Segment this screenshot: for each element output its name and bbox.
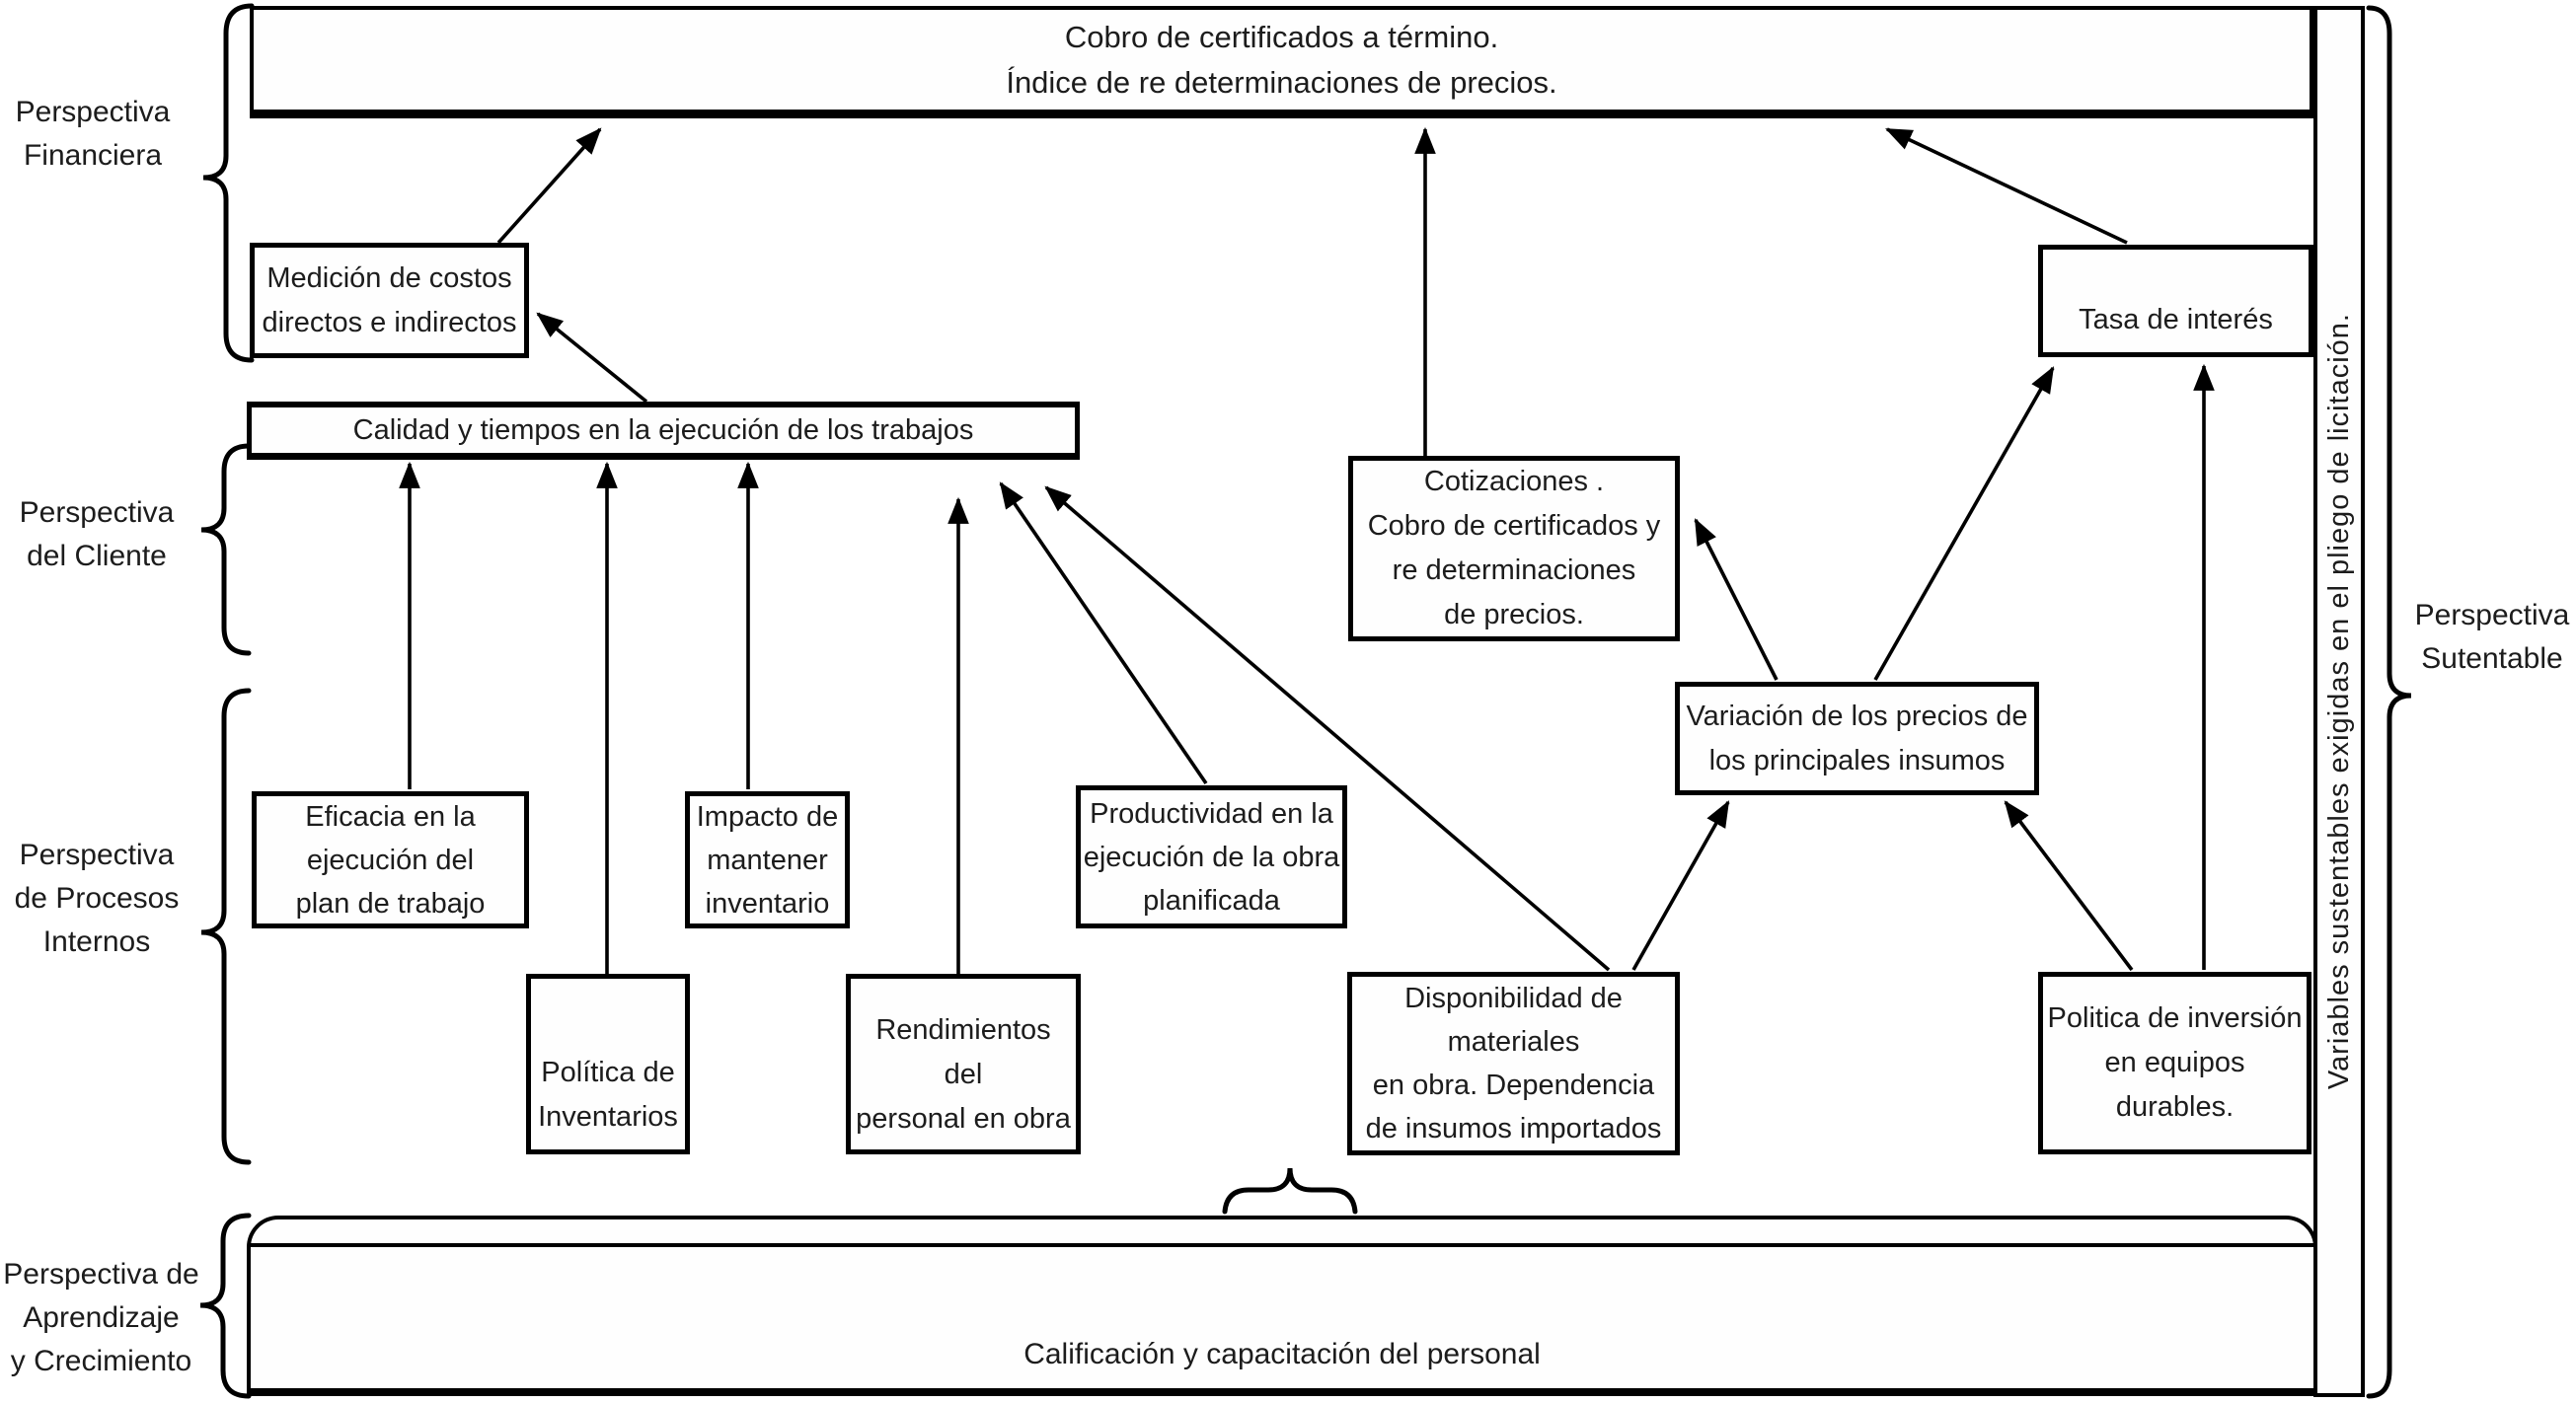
label-line: Perspectiva [15,96,171,128]
box-line: de precios. [1444,599,1584,630]
arrow-tasa-to-cobro [1885,127,2128,245]
box-line: planificada [1143,884,1280,917]
sidebar-variables-sustentables: Variables sustentables exigidas en el pl… [2313,6,2365,1397]
label-perspectiva-financiera: Perspectiva Financiera [8,91,178,178]
box-medicion-costos: Medición de costos directos e indirectos [250,243,529,358]
brace-procesos [200,688,252,1165]
box-rendimientos: Rendimientos del personal en obra [846,974,1081,1154]
box-line: Productividad en la [1090,797,1333,830]
box-line: Impacto de [696,800,839,833]
label-line: del Cliente [27,540,167,572]
box-line: durables. [2115,1091,2235,1123]
label-perspectiva-procesos: Perspectiva de Procesos Internos [8,834,186,964]
sidebar-vertical-text: Variables sustentables exigidas en el pl… [2322,313,2355,1090]
box-line: Disponibilidad de [1404,983,1623,1014]
box-eficacia: Eficacia en la ejecución del plan de tra… [252,791,529,928]
arrow-variacion-to-tasa [1873,366,2055,681]
box-line: inventario [705,887,830,920]
box-variacion-precios: Variación de los precios de los principa… [1675,682,2039,795]
box-line: directos e indirectos [262,306,517,338]
brace-sutentable [2366,5,2412,1399]
box-line: ejecución de la obra [1083,841,1340,873]
box-line: Variación de los precios de [1686,700,2028,732]
bottom-bar-inner-line [249,1243,2315,1247]
box-line: Eficacia en la [305,800,476,833]
box-cotizaciones: Cotizaciones . Cobro de certificados y r… [1348,456,1680,641]
label-line: Perspectiva de [3,1258,199,1291]
box-disponibilidad: Disponibilidad de materiales en obra. De… [1347,972,1680,1155]
box-line: Tasa de interés [2079,304,2273,335]
label-line: y Crecimiento [10,1345,192,1377]
box-cobro-certificados: Cobro de certificados a término. Índice … [250,6,2313,118]
brace-aprendizaje [199,1213,252,1399]
box-line: Calidad y tiempos en la ejecución de los… [352,413,974,446]
box-line: ejecución del [306,844,475,876]
braces [199,3,2412,1399]
box-line: de insumos importados [1365,1113,1662,1145]
label-line: Perspectiva [19,496,175,529]
label-perspectiva-cliente: Perspectiva del Cliente [12,491,182,578]
box-line: Índice de re determinaciones de precios. [1006,64,1557,100]
arrow-variacion-to-cotizaciones [1694,518,1779,681]
box-line: Rendimientos [875,1014,1051,1046]
box-line: mantener [707,844,828,876]
box-politica-inventarios: Política de Inventarios [526,974,690,1154]
arrow-disponibilidad-to-variacion [1631,800,1730,971]
label-line: Perspectiva [2414,599,2570,631]
box-line: re determinaciones [1392,554,1636,586]
label-line: Internos [42,925,151,958]
box-line: Politica de inversión [2047,1002,2303,1034]
box-line: Inventarios [538,1101,678,1133]
label-line: de Procesos [14,882,180,915]
arrow-medicion-to-cobro [496,127,602,245]
label-line: Perspectiva [19,839,175,871]
box-line: Política de [541,1057,675,1088]
box-line: personal en obra [856,1103,1071,1135]
box-politica-inversion: Politica de inversión en equipos durable… [2038,972,2311,1154]
box-line: materiales [1447,1026,1580,1058]
label-perspectiva-sutentable: Perspectiva Sutentable [2408,594,2576,681]
arrow-politica-inversion-to-variacion [2004,800,2134,972]
box-calidad-tiempos: Calidad y tiempos en la ejecución de los… [247,402,1080,460]
label-line: Sutentable [2421,642,2563,675]
box-line: Cobro de certificados y [1367,510,1661,542]
arrow-productividad-to-calidad [999,481,1208,785]
box-line: plan de trabajo [295,887,486,920]
label-line: Financiera [23,139,163,172]
box-line: en equipos [2104,1047,2245,1078]
arrow-calidad-to-medicion [536,312,648,404]
brace-bottom-bar [1222,1167,1358,1215]
box-line: del [944,1059,983,1090]
box-line: los principales insumos [1708,744,2006,776]
box-line: Calificación y capacitación del personal [1023,1338,1541,1370]
box-line: Cotizaciones . [1423,466,1605,497]
box-line: en obra. Dependencia [1372,1070,1655,1101]
label-line: Aprendizaje [23,1301,180,1334]
box-calificacion-personal: Calificación y capacitación del personal [247,1216,2317,1396]
label-perspectiva-aprendizaje: Perspectiva de Aprendizaje y Crecimiento [0,1253,202,1383]
brace-financiera [202,3,255,363]
box-impacto-inventario: Impacto de mantener inventario [685,791,850,928]
brace-cliente [200,443,252,656]
box-line: Medición de costos [266,261,512,294]
box-productividad: Productividad en la ejecución de la obra… [1076,785,1347,928]
box-line: Cobro de certificados a término. [1064,19,1499,54]
box-tasa-interes: Tasa de interés [2038,245,2313,357]
